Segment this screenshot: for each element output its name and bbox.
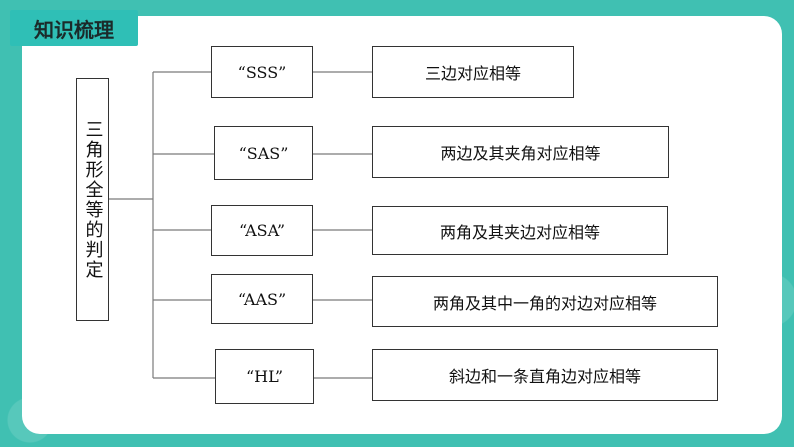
section-title: 知识梳理 <box>10 10 138 46</box>
result-sss: 三边对应相等 <box>372 46 574 98</box>
criterion-aas: “AAS” <box>211 274 313 324</box>
result-hl: 斜边和一条直角边对应相等 <box>372 349 718 401</box>
root-node: 三角形全等的判定 <box>76 78 109 321</box>
criterion-asa: “ASA” <box>211 205 313 256</box>
root-label: 三角形全等的判定 <box>82 119 104 280</box>
criterion-hl: “HL” <box>215 349 314 404</box>
result-sas: 两边及其夹角对应相等 <box>372 126 669 178</box>
criterion-sas: “SAS” <box>214 126 313 180</box>
result-asa: 两角及其夹边对应相等 <box>372 206 668 255</box>
result-aas: 两角及其中一角的对边对应相等 <box>372 276 718 327</box>
criterion-sss: “SSS” <box>211 46 313 98</box>
